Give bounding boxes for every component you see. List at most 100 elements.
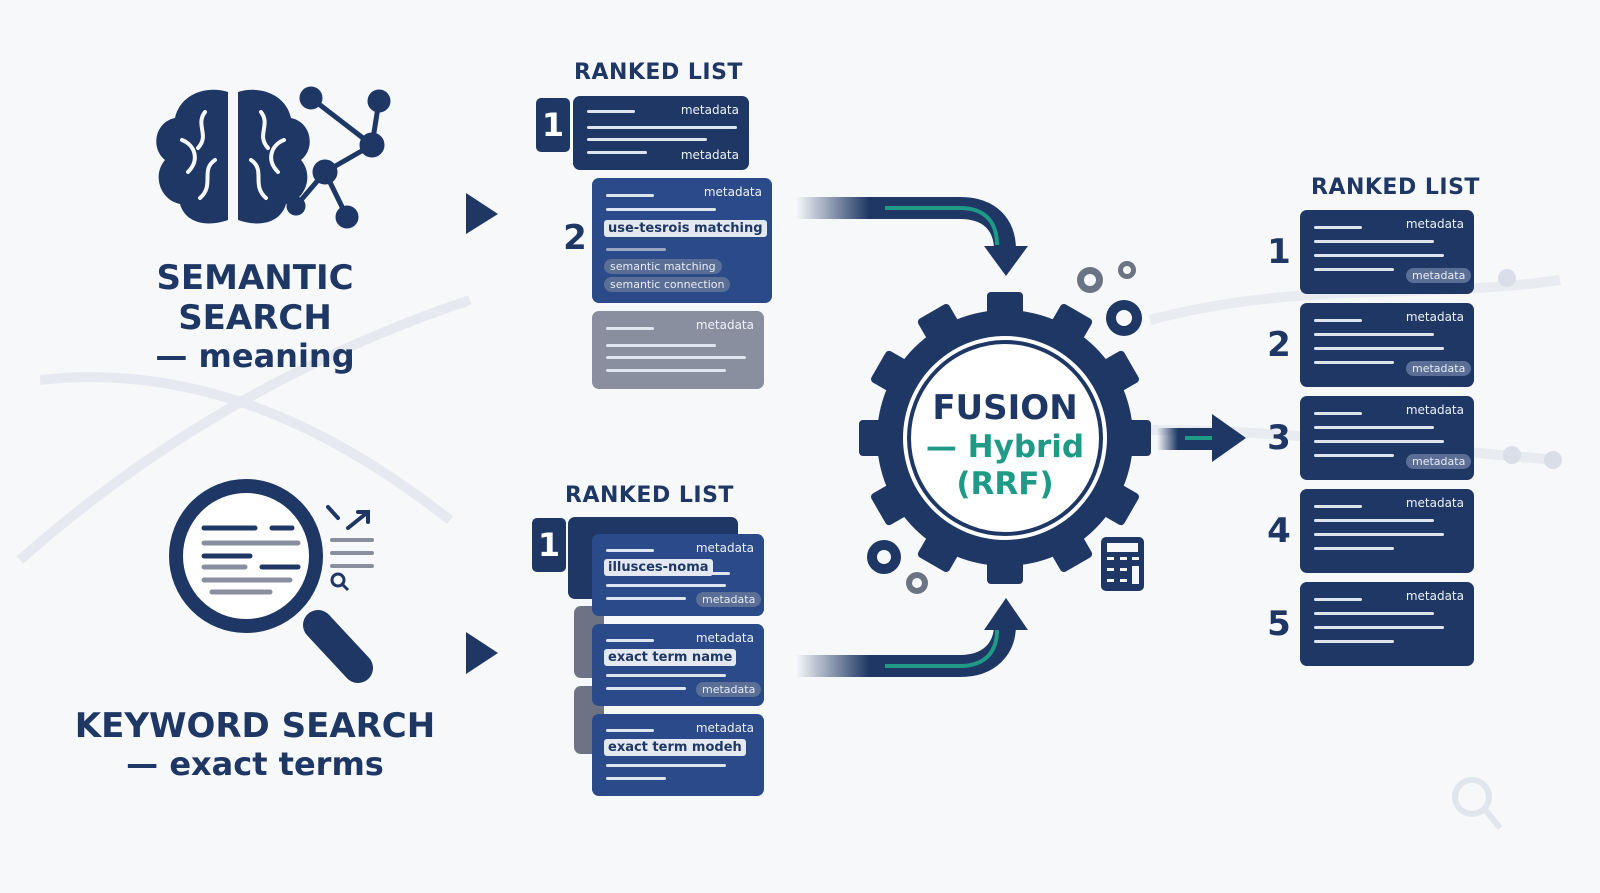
output-rank-number-1: 1 (1267, 232, 1291, 272)
semantic-connection-pill: semantic connection (604, 277, 731, 292)
connector-fusion-to-output (1157, 414, 1246, 462)
text-line (1314, 505, 1362, 508)
background-network-nodes (1498, 269, 1562, 469)
semantic-result-card-3[interactable]: metadata (592, 311, 764, 389)
connector-keyword-to-fusion (796, 598, 1028, 677)
text-line (1314, 454, 1394, 457)
text-line (1314, 626, 1444, 629)
text-line (606, 549, 654, 552)
text-line (606, 344, 716, 347)
text-line (1314, 319, 1362, 322)
card-metadata-label: metadata (1405, 310, 1464, 324)
text-line (1314, 268, 1394, 271)
keyword-ranked-list-heading: RANKED LIST (565, 483, 734, 508)
text-line (722, 662, 732, 665)
semantic-title-line1: SEMANTIC (156, 258, 354, 298)
text-lines-icon (330, 538, 374, 568)
text-line (606, 584, 726, 587)
text-line (1314, 440, 1444, 443)
large-gear-icon (859, 292, 1151, 584)
text-line (1314, 640, 1394, 643)
text-line (1314, 426, 1434, 429)
text-line (587, 138, 707, 141)
text-line (1314, 412, 1362, 415)
text-line (606, 777, 666, 780)
semantic-ranked-list-heading: RANKED LIST (574, 60, 743, 85)
metadata-pill: metadata (696, 592, 762, 607)
corner-cursor-icon (1452, 777, 1503, 830)
output-rank-number-3: 3 (1267, 418, 1291, 458)
keyword-search-title: KEYWORD SEARCH — exact terms (60, 706, 450, 784)
text-line (606, 764, 726, 767)
keyword-subtitle: — exact terms (126, 745, 384, 784)
fusion-line3: (RRF) (956, 465, 1054, 502)
semantic-subtitle: — meaning (155, 337, 355, 376)
semantic-title-line2: SEARCH (178, 298, 332, 339)
small-gears-icon (867, 261, 1142, 594)
connector-semantic-to-fusion (796, 197, 1028, 276)
text-line (1314, 240, 1434, 243)
output-rank-number-5: 5 (1267, 604, 1291, 644)
card-metadata-label: metadata (1405, 496, 1464, 510)
output-rank-number-4: 4 (1267, 511, 1291, 551)
card-metadata-label: metadata (1405, 403, 1464, 417)
card-metadata-label: metadata (695, 318, 754, 332)
keyword-title: KEYWORD SEARCH (74, 706, 436, 746)
text-line (606, 674, 726, 677)
semantic-result-card-1[interactable]: metadata metadata (573, 96, 749, 170)
text-line (587, 110, 635, 113)
text-line (706, 572, 730, 575)
text-line (587, 126, 737, 129)
metadata-pill: metadata (1406, 361, 1472, 376)
output-ranked-list-heading: RANKED LIST (1311, 175, 1480, 200)
semantic-result-card-2[interactable]: metadata use-tesrois matching semantic m… (592, 178, 772, 303)
expand-arrows-icon (326, 505, 370, 530)
output-result-card-4[interactable]: metadata (1300, 489, 1474, 573)
output-result-card-2[interactable]: metadata metadata (1300, 303, 1474, 387)
text-line (606, 327, 654, 330)
text-line (606, 597, 686, 600)
text-line (587, 151, 647, 154)
metadata-pill: metadata (1406, 268, 1472, 283)
keyword-result-card-3[interactable]: metadata exact term modeh (592, 714, 764, 796)
text-line (606, 687, 686, 690)
keyword-result-card-2[interactable]: metadata exact term name metadata (592, 624, 764, 706)
keyword-arrow-head (466, 632, 498, 674)
fusion-line2: — Hybrid (925, 428, 1085, 465)
match-term-chip: exact term name (604, 649, 737, 666)
text-line (1314, 519, 1434, 522)
brain-icon (156, 89, 310, 224)
metadata-pill: metadata (1406, 454, 1472, 469)
semantic-search-title: SEMANTIC SEARCH — meaning (140, 258, 370, 376)
output-result-card-1[interactable]: metadata metadata (1300, 210, 1474, 294)
text-line (1314, 533, 1444, 536)
text-line (1314, 333, 1434, 336)
text-line (606, 356, 746, 359)
output-result-card-5[interactable]: metadata (1300, 582, 1474, 666)
output-result-card-3[interactable]: metadata metadata (1300, 396, 1474, 480)
card-metadata-label: metadata (1405, 217, 1464, 231)
text-line (1314, 361, 1394, 364)
text-line (1314, 347, 1444, 350)
text-line (1314, 226, 1362, 229)
text-line (606, 729, 654, 732)
semantic-rank-number-2: 2 (563, 218, 587, 258)
metadata-pill: metadata (696, 682, 762, 697)
match-term-chip: exact term modeh (604, 739, 746, 756)
text-line (606, 639, 654, 642)
match-term-chip: use-tesrois matching (604, 220, 767, 237)
small-search-icon (330, 572, 350, 592)
output-rank-number-2: 2 (1267, 325, 1291, 365)
card-metadata-label: metadata (680, 148, 739, 162)
card-metadata-label: metadata (703, 185, 762, 199)
semantic-rank-badge-1: 1 (536, 98, 570, 152)
text-line (1314, 598, 1362, 601)
fusion-line1: FUSION (932, 388, 1078, 428)
semantic-matching-pill: semantic matching (604, 259, 722, 274)
text-line (606, 369, 726, 372)
fusion-label: FUSION — Hybrid (RRF) (905, 388, 1105, 503)
card-metadata-label: metadata (695, 541, 754, 555)
card-metadata-label: metadata (1405, 589, 1464, 603)
keyword-result-card-1[interactable]: metadata illusces-noma metadata (592, 534, 764, 616)
